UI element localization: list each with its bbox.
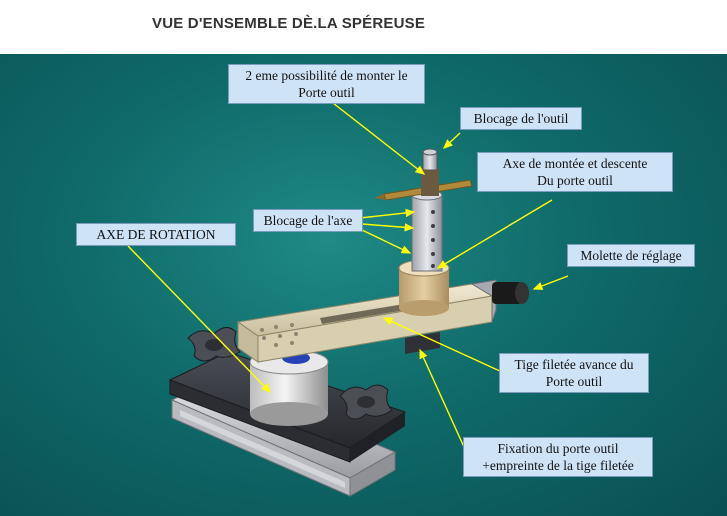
label-line: Molette de réglage <box>580 248 682 263</box>
tool-clamp-screw <box>421 148 439 196</box>
label-line: AXE DE ROTATION <box>96 227 216 242</box>
under-block <box>405 332 440 354</box>
label-axis-lock: Blocage de l'axe <box>253 209 363 232</box>
label-line: Porte outil <box>545 374 603 389</box>
label-tool-lock: Blocage de l'outil <box>460 107 582 130</box>
star-knob-left <box>187 327 241 362</box>
label-line: Blocage de l'axe <box>263 213 353 228</box>
slide-arm <box>236 279 497 363</box>
label-line: Blocage de l'outil <box>473 111 569 126</box>
label-line: Fixation du porte outil <box>497 441 619 456</box>
label-tool-holder-fixing: Fixation du porte outil +empreinte de la… <box>463 437 653 477</box>
label-line: Tige filetée avance du <box>514 357 634 372</box>
label-threaded-rod: Tige filetée avance du Porte outil <box>499 353 649 393</box>
header: VUE D'ENSEMBLE DÈ.LA SPÉREUSE <box>0 0 727 54</box>
label-line: Axe de montée et descente <box>502 156 648 171</box>
diagram-canvas <box>0 54 727 516</box>
page-title: VUE D'ENSEMBLE DÈ.LA SPÉREUSE <box>152 15 426 32</box>
label-line: 2 eme possibilité de monter le <box>245 68 408 83</box>
label-rotation-axis: AXE DE ROTATION <box>76 223 236 246</box>
label-line: +empreinte de la tige filetée <box>482 458 634 473</box>
vertical-post <box>411 189 443 272</box>
label-up-down-axis: Axe de montée et descente Du porte outil <box>477 152 673 192</box>
label-adjusting-knob: Molette de réglage <box>567 244 695 267</box>
label-line: Du porte outil <box>537 173 613 188</box>
adjusting-knob <box>492 282 529 304</box>
leader-lines <box>127 102 569 448</box>
label-line: Porte outil <box>298 85 355 100</box>
star-knob-right <box>339 384 393 420</box>
label-second-mounting: 2 eme possibilité de monter le Porte out… <box>228 64 425 104</box>
spereuse-illustration <box>127 102 569 497</box>
